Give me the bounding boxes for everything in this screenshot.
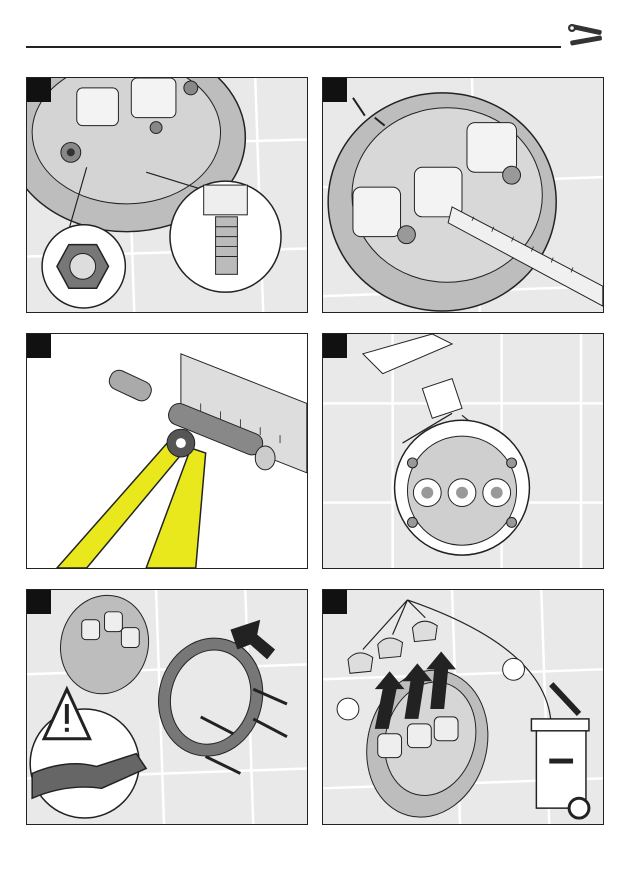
seal-silicone-illustration bbox=[323, 334, 603, 568]
step-panel-2 bbox=[322, 77, 604, 313]
step-panel-1 bbox=[26, 77, 308, 313]
cut-extension-illustration bbox=[27, 334, 307, 568]
step-number bbox=[27, 590, 51, 614]
step-number bbox=[27, 334, 51, 358]
step-number bbox=[323, 334, 347, 358]
step-number bbox=[27, 78, 51, 102]
step-panel-6 bbox=[322, 589, 604, 825]
step-panel-4 bbox=[322, 333, 604, 569]
step-panel-3 bbox=[26, 333, 308, 569]
header-rule bbox=[26, 46, 561, 48]
mount-plate-illustration bbox=[27, 590, 307, 824]
step-number bbox=[323, 590, 347, 614]
measure-depth-illustration bbox=[323, 78, 603, 312]
wrench-screwdriver-icon bbox=[567, 20, 607, 52]
step-panel-5 bbox=[26, 589, 308, 825]
step-number bbox=[323, 78, 347, 102]
remove-caps-illustration bbox=[323, 590, 603, 824]
nut-removal-illustration bbox=[27, 78, 307, 312]
